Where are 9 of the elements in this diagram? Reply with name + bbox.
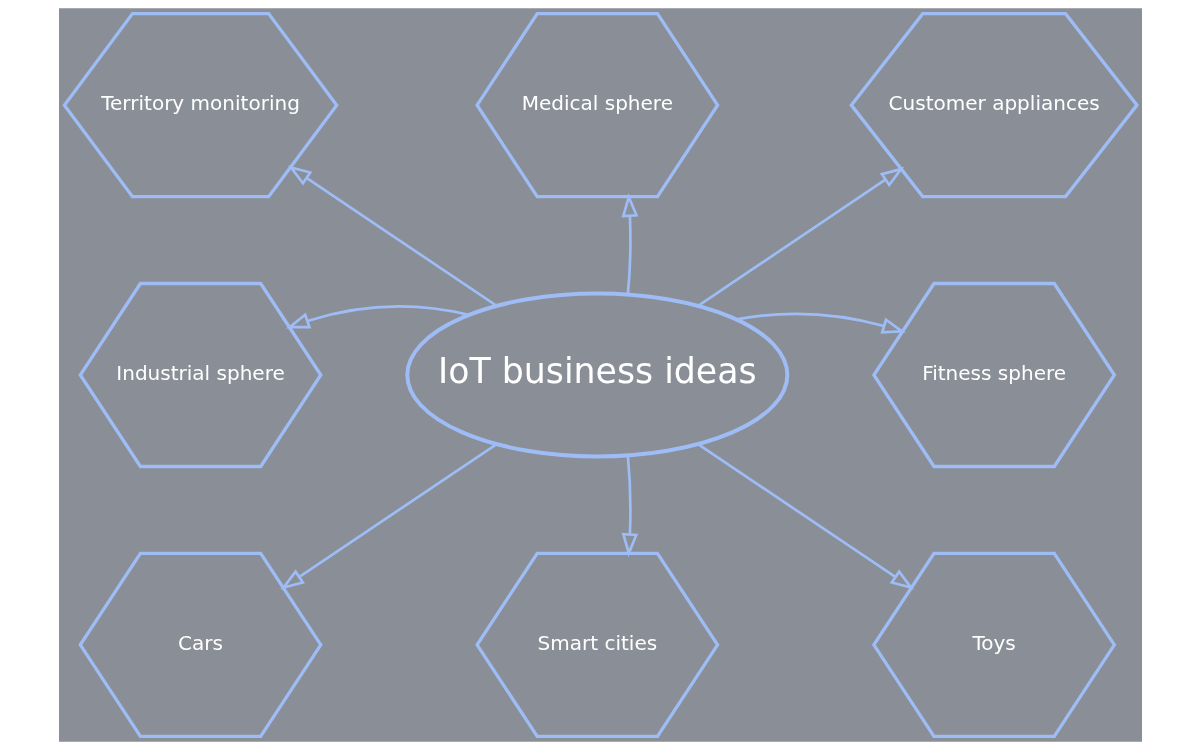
arrow xyxy=(285,305,469,329)
node-ellipse: IoT business ideas xyxy=(405,291,790,459)
arrow xyxy=(621,455,639,558)
arrow xyxy=(697,166,905,307)
arrow xyxy=(697,443,915,590)
arrow xyxy=(287,165,498,307)
arrow xyxy=(736,312,906,334)
arrow xyxy=(280,443,498,590)
arrow xyxy=(621,192,639,295)
